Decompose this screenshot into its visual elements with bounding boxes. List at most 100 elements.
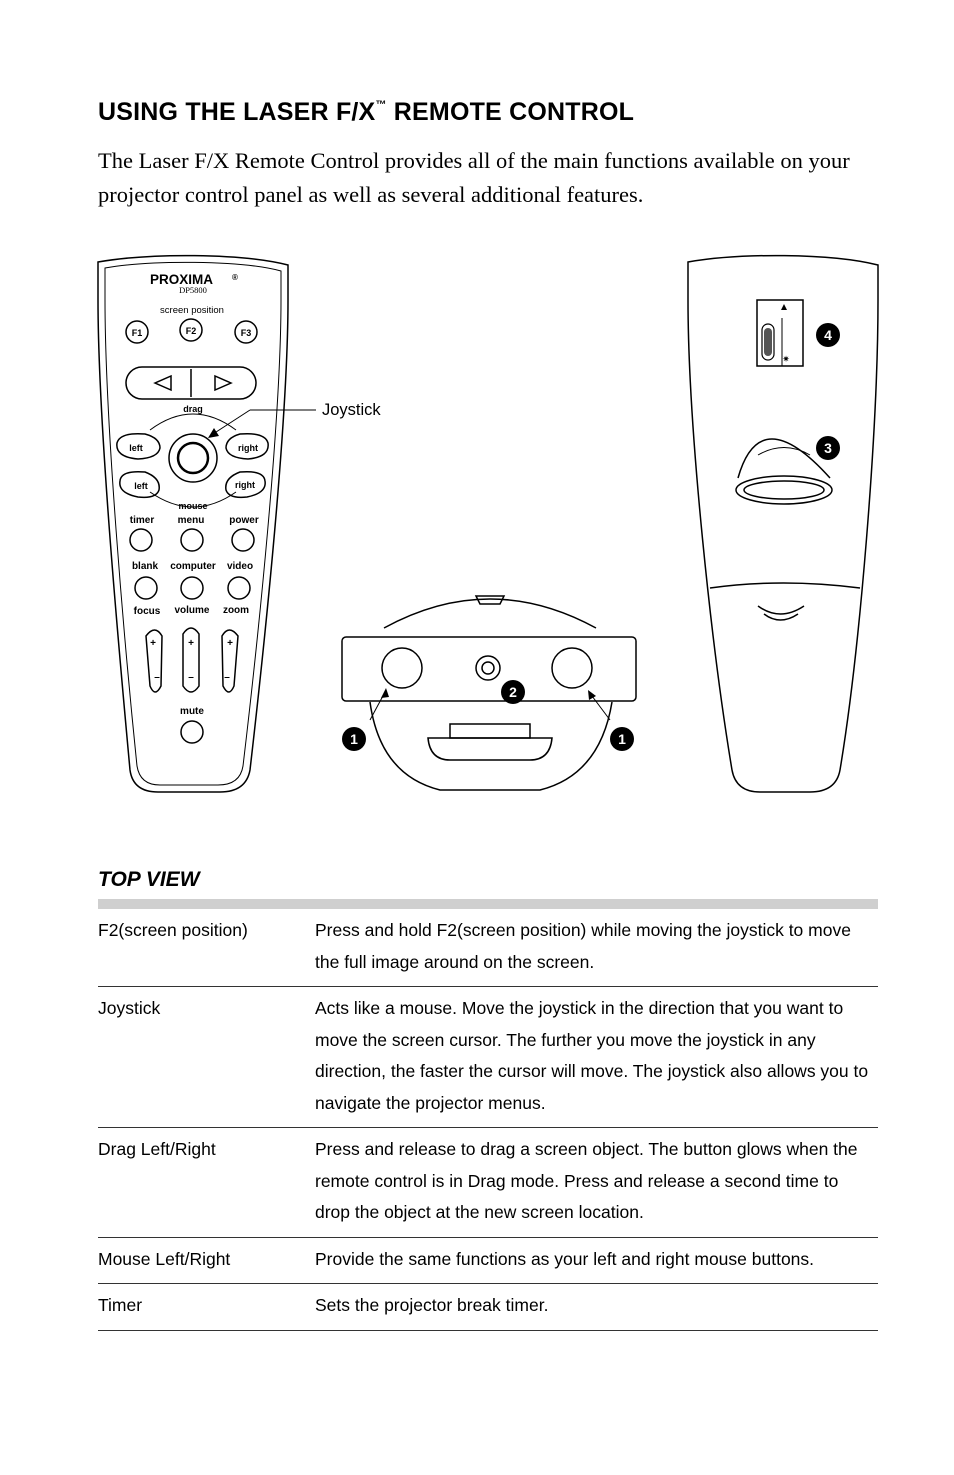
top-view-dome <box>383 598 597 629</box>
arrow-rocker[interactable] <box>125 366 257 400</box>
row-description: Press and release to drag a screen objec… <box>315 1127 878 1238</box>
finger-grip-icon <box>757 605 805 621</box>
laser-switch[interactable] <box>756 299 804 367</box>
focus-stepper[interactable] <box>145 629 163 693</box>
laser-lens-right <box>551 647 593 689</box>
marker-4: 4 <box>824 327 832 343</box>
table-row: Mouse Left/Right Provide the same functi… <box>98 1237 878 1284</box>
top-view-clip <box>427 737 553 761</box>
remote-front-inner-edge <box>104 261 282 786</box>
zoom-plus-label: + <box>227 638 233 649</box>
volume-plus-label: + <box>188 638 194 649</box>
remote-top-view <box>341 595 637 791</box>
laser-trigger-button[interactable] <box>737 438 831 479</box>
left-arrow-icon <box>153 374 172 392</box>
back-view-marks: ✷ <box>781 304 790 364</box>
f1-button[interactable] <box>125 320 149 344</box>
power-label: power <box>229 515 259 526</box>
timer-label: timer <box>130 515 155 526</box>
top-view-bottom-shell <box>369 701 613 791</box>
blank-label: blank <box>132 561 159 572</box>
section-heading-top-view: TOP VIEW <box>98 868 200 891</box>
right-arrow-icon <box>214 374 233 392</box>
top-view-ridge <box>474 595 506 605</box>
focus-minus-label: – <box>154 672 160 683</box>
marker-3: 3 <box>824 440 832 456</box>
mouse-left-button[interactable] <box>119 470 160 499</box>
section-header-rule <box>98 899 878 909</box>
title-rest: REMOTE CONTROL <box>386 98 635 126</box>
switch-up-arrow-icon <box>781 304 787 310</box>
row-term: Joystick <box>98 986 315 1128</box>
f3-label: F3 <box>241 328 252 338</box>
power-button[interactable] <box>231 528 255 552</box>
table-row: Joystick Acts like a mouse. Move the joy… <box>98 986 878 1128</box>
row-term: F2(screen position) <box>98 909 315 987</box>
drag-right-button[interactable] <box>225 432 269 460</box>
table-row: F2(screen position) Press and hold F2(sc… <box>98 909 878 987</box>
zoom-stepper[interactable] <box>221 629 239 693</box>
volume-stepper[interactable] <box>182 627 200 693</box>
row-description: Sets the projector break timer. <box>315 1283 878 1331</box>
drag-label: drag <box>183 404 203 414</box>
mouse-right-button[interactable] <box>225 470 266 499</box>
remote-back-body <box>687 254 879 793</box>
marker-1-left: 1 <box>350 731 358 747</box>
timer-button[interactable] <box>129 528 153 552</box>
zoom-label: zoom <box>223 605 249 616</box>
remote-front-body <box>97 254 289 793</box>
trademark-mark: ™ <box>375 98 387 111</box>
f2-button[interactable] <box>179 318 203 342</box>
row-description: Acts like a mouse. Move the joystick in … <box>315 986 878 1128</box>
screen-position-label: screen position <box>160 305 224 316</box>
focus-label: focus <box>134 606 161 617</box>
center-sensor-inner <box>481 661 495 675</box>
joystick-ring <box>168 433 218 483</box>
joystick-callout-label: Joystick <box>322 401 381 419</box>
remote-control-figure: PROXIMA ® DP5800 screen position F1 F2 F… <box>0 240 954 820</box>
page-title: USING THE LASER F/X™ REMOTE CONTROL <box>98 98 634 127</box>
intro-paragraph: The Laser F/X Remote Control provides al… <box>98 148 850 207</box>
brand-mark: ® <box>232 273 238 282</box>
volume-minus-label: – <box>188 672 194 683</box>
table-row: Drag Left/Right Press and release to dra… <box>98 1127 878 1238</box>
menu-label: menu <box>178 515 205 526</box>
mouse-label: mouse <box>178 501 207 511</box>
drag-left-button[interactable] <box>116 432 161 460</box>
computer-button[interactable] <box>180 576 204 600</box>
model-label: DP5800 <box>179 285 207 295</box>
row-description: Press and hold F2(screen position) while… <box>315 909 878 987</box>
f3-button[interactable] <box>234 320 258 344</box>
row-term: Timer <box>98 1283 315 1331</box>
video-button[interactable] <box>227 576 251 600</box>
blank-button[interactable] <box>134 576 158 600</box>
drag-right-label: right <box>238 443 258 453</box>
menu-button[interactable] <box>180 528 204 552</box>
laser-star-icon: ✷ <box>782 354 790 364</box>
remote-illustration: PROXIMA ® DP5800 screen position F1 F2 F… <box>97 254 879 793</box>
lens-right-leader <box>591 695 611 721</box>
brand-label: PROXIMA <box>150 272 213 287</box>
battery-door-seam <box>709 582 861 589</box>
mouse-right-label: right <box>235 480 255 490</box>
computer-label: computer <box>170 561 216 572</box>
lens-left-leader <box>369 693 385 721</box>
row-description: Provide the same functions as your left … <box>315 1237 878 1284</box>
joystick-callout: Joystick <box>208 401 381 438</box>
f1-label: F1 <box>132 328 143 338</box>
top-view-face <box>341 636 637 702</box>
mouse-arc <box>149 491 237 508</box>
volume-label: volume <box>174 605 209 616</box>
video-label: video <box>227 561 253 572</box>
mute-label: mute <box>180 706 204 717</box>
top-view-clip-slot <box>449 723 531 739</box>
title-main: USING THE LASER F/X <box>98 98 376 126</box>
f2-label: F2 <box>186 326 197 336</box>
mouse-left-label: left <box>134 481 148 491</box>
marker-1-right: 1 <box>618 731 626 747</box>
top-view-table: F2(screen position) Press and hold F2(sc… <box>98 909 878 1331</box>
joystick[interactable] <box>176 441 210 475</box>
marker-2: 2 <box>509 684 517 700</box>
remote-front-view <box>97 254 289 793</box>
mute-button[interactable] <box>180 720 204 744</box>
